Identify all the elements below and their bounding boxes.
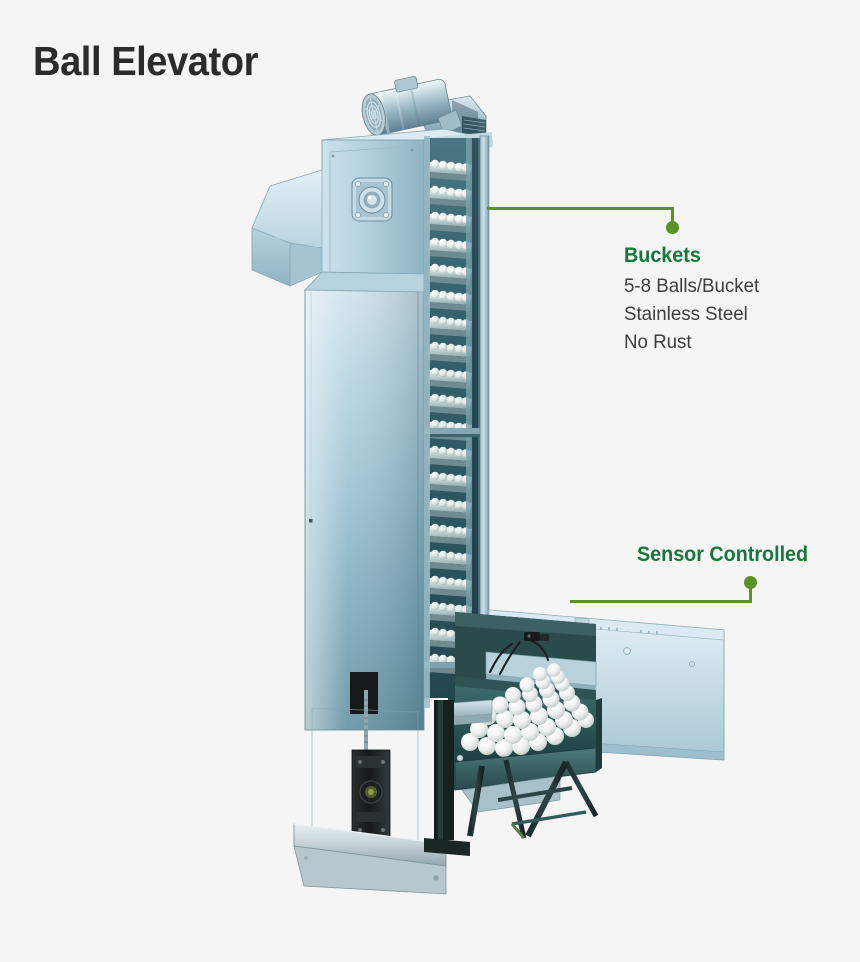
sensor-leader-dot [744, 576, 757, 589]
elevator-column [304, 271, 425, 731]
callout-heading-sensor-controlled: Sensor Controlled [637, 543, 809, 566]
buckets-leader-line-horizontal [487, 207, 674, 210]
fan-grille-icon [365, 97, 383, 132]
side-conveyor-panel [488, 609, 725, 761]
callout-line-no-rust: No Rust [624, 331, 692, 354]
support-legs [467, 759, 599, 839]
callout-line-balls-per-bucket: 5-8 Balls/Bucket [624, 275, 760, 297]
top-housing [321, 128, 493, 301]
sensor-wiring [488, 638, 550, 676]
tensioner-assembly [350, 672, 454, 840]
foot-block [424, 838, 470, 856]
drive-motor-assembly [361, 76, 487, 141]
base-rail [293, 823, 447, 895]
hopper-balls [461, 663, 594, 757]
sensor-leader-line-vertical [749, 584, 752, 602]
callout-line-stainless-steel: Stainless Steel [624, 303, 748, 326]
bucket-chain [424, 138, 484, 698]
buckets-leader-line-vertical [671, 207, 674, 224]
shaft-frame [424, 135, 490, 709]
callout-body-buckets: 5-8 Balls/Bucket Stainless Steel No Rust [624, 272, 765, 356]
bearing-flange [351, 177, 393, 222]
sensor-leader-line-horizontal [570, 600, 752, 603]
page-title: Ball Elevator [33, 38, 258, 84]
column-foot [311, 707, 419, 843]
callout-heading-buckets: Buckets [624, 244, 701, 267]
ball-hopper [439, 663, 602, 813]
discharge-chute [251, 169, 323, 287]
lower-enclosure [455, 612, 597, 700]
buckets-leader-dot [666, 221, 679, 234]
bucket-stack [428, 159, 472, 675]
